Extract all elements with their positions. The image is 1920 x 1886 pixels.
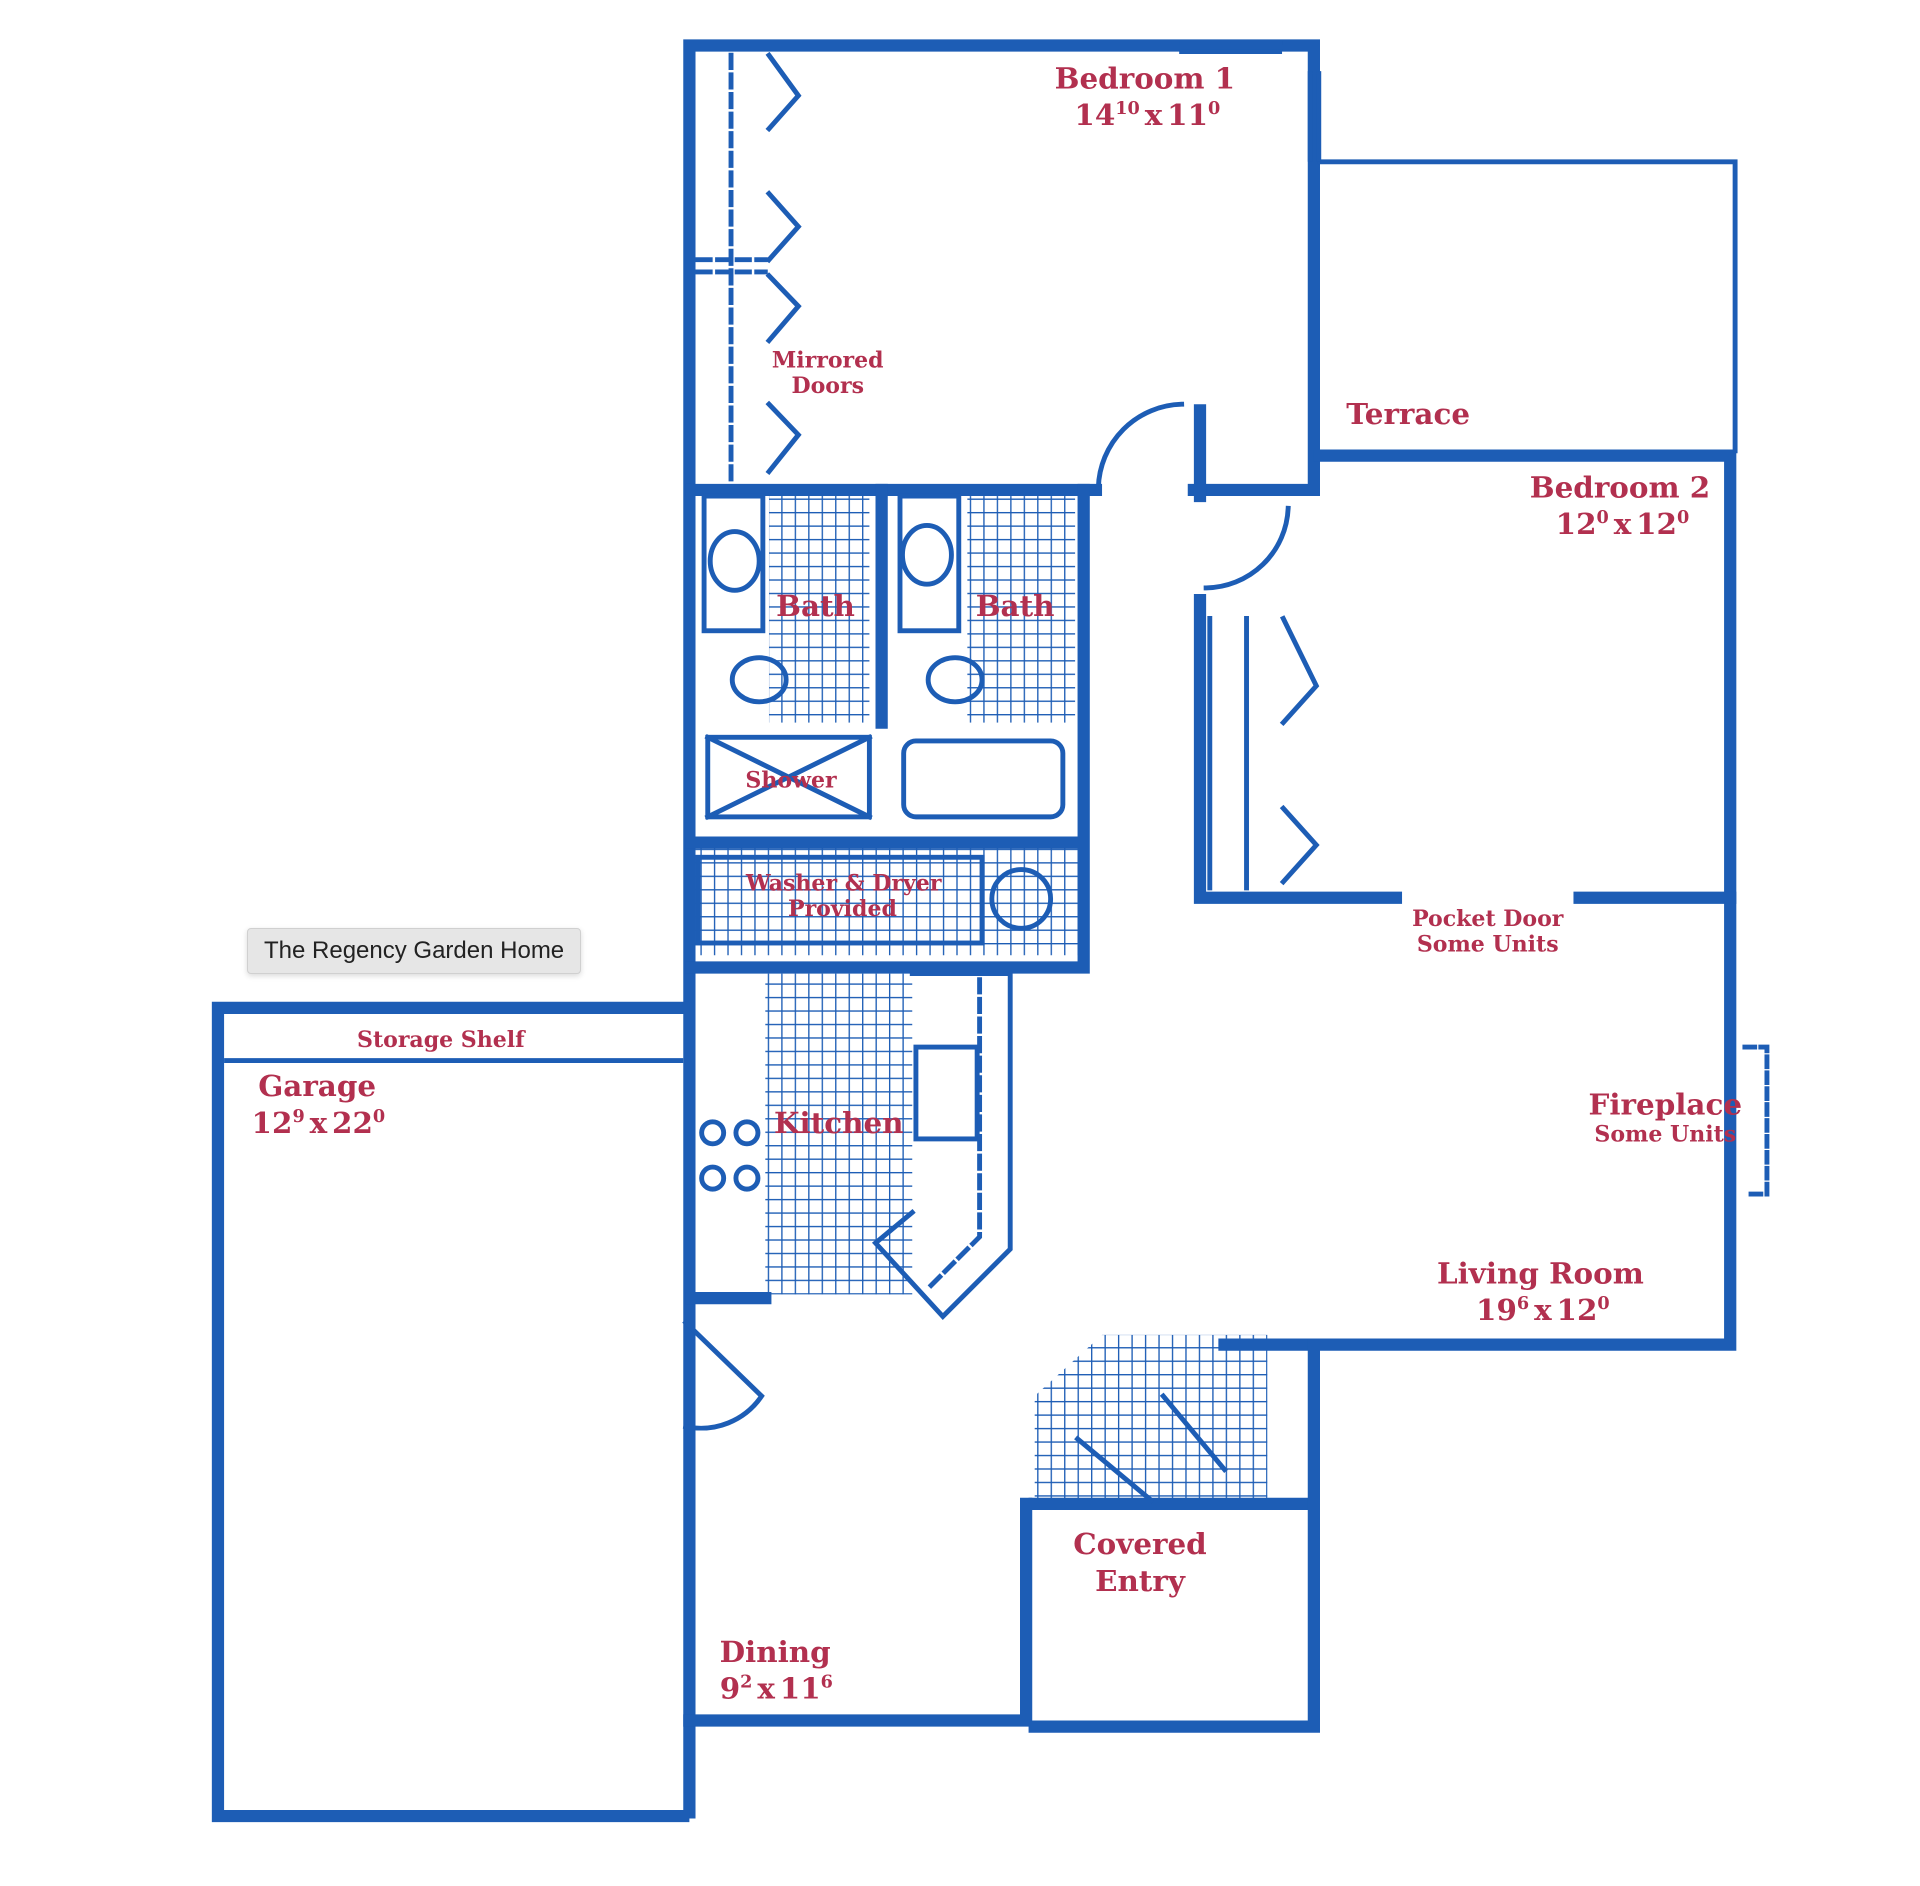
mirrored-doors-label-1: Mirrored bbox=[772, 347, 884, 373]
washer-dryer-label-2: Provided bbox=[788, 896, 897, 922]
terrace-label: Terrace bbox=[1346, 396, 1470, 431]
bath2-label: Bath bbox=[976, 588, 1055, 623]
bedroom1-name: Bedroom 1 bbox=[1055, 60, 1235, 95]
covered-entry-label-2: Entry bbox=[1095, 1563, 1186, 1598]
dining-name: Dining bbox=[720, 1634, 831, 1669]
fireplace-label-1: Fireplace bbox=[1589, 1086, 1743, 1121]
fireplace-label-2: Some Units bbox=[1594, 1121, 1736, 1147]
thin-lines bbox=[224, 40, 1770, 1504]
bedroom2-name: Bedroom 2 bbox=[1530, 469, 1710, 504]
walls bbox=[211, 39, 1737, 1823]
bath1-label: Bath bbox=[776, 588, 855, 623]
covered-entry-label-1: Covered bbox=[1073, 1526, 1206, 1561]
title-tooltip: The Regency Garden Home bbox=[247, 928, 582, 974]
tile-floors bbox=[695, 489, 1268, 1501]
shower-label: Shower bbox=[745, 767, 837, 793]
kitchen-label: Kitchen bbox=[774, 1105, 904, 1140]
pocket-door-label-1: Pocket Door bbox=[1412, 906, 1564, 932]
garage-name: Garage bbox=[258, 1068, 376, 1103]
washer-dryer-label-1: Washer & Dryer bbox=[745, 870, 942, 896]
mirrored-doors-label-2: Doors bbox=[791, 373, 864, 399]
living-room-name: Living Room bbox=[1437, 1255, 1644, 1290]
pocket-door-label-2: Some Units bbox=[1417, 932, 1559, 958]
storage-shelf-label: Storage Shelf bbox=[357, 1027, 526, 1053]
